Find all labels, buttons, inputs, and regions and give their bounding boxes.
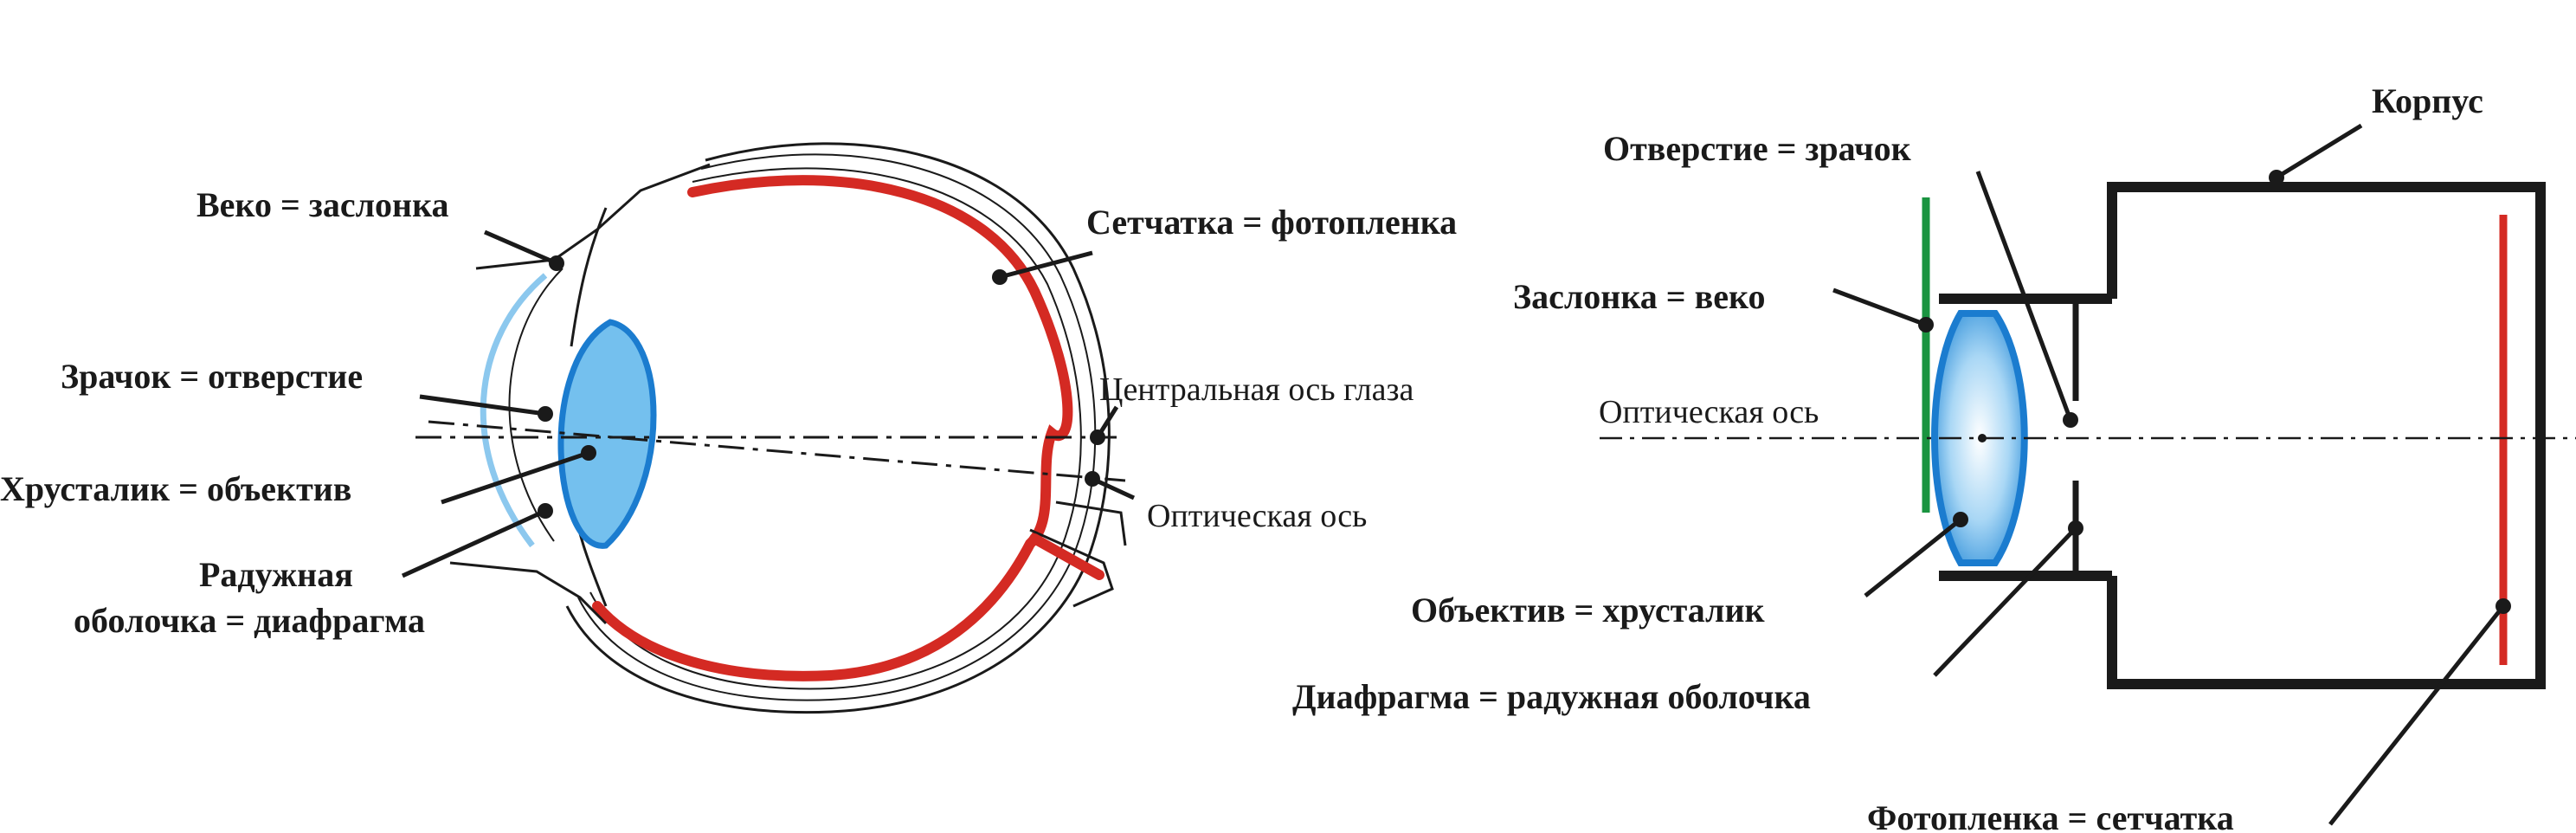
- camera-body: [2107, 182, 2546, 689]
- label-eyelid: Веко = заслонка: [196, 185, 449, 224]
- camera-illustration: [1600, 182, 2576, 689]
- optic-nerve: [1029, 500, 1127, 608]
- iris-upper: [570, 207, 608, 347]
- label-iris-line1: Радужная: [199, 555, 353, 594]
- label-diaphragm: Диафрагма = радужная оболочка: [1292, 677, 1811, 716]
- label-retina: Сетчатка = фотопленка: [1086, 203, 1457, 242]
- label-film: Фотопленка = сетчатка: [1867, 798, 2234, 833]
- label-iris-line2: оболочка = диафрагма: [74, 601, 425, 640]
- retina: [592, 175, 1073, 681]
- optical-axis-line: [428, 420, 1126, 482]
- label-camera-body: Корпус: [2372, 81, 2483, 120]
- label-aperture: Отверстие = зрачок: [1603, 129, 1911, 168]
- label-objective: Объектив = хрусталик: [1411, 591, 1765, 630]
- cornea-inner: [508, 268, 564, 542]
- label-eye-optical-axis: Оптическая ось: [1147, 498, 1367, 534]
- choroid: [589, 167, 1082, 690]
- cornea: [480, 273, 548, 548]
- label-central-axis: Центральная ось глаза: [1099, 371, 1414, 408]
- label-shutter: Заслонка = веко: [1513, 277, 1765, 316]
- label-camera-optical-axis: Оптическая ось: [1599, 394, 1819, 430]
- optic-nerve-red: [1029, 533, 1104, 580]
- eye-leaders: [401, 229, 1136, 578]
- upper-eyelid: [475, 163, 711, 270]
- camera-leaders: [1832, 123, 2511, 826]
- label-pupil: Зрачок = отверстие: [61, 357, 363, 396]
- lower-eyelid: [449, 561, 608, 625]
- label-lens: Хрусталик = объектив: [0, 469, 351, 508]
- crystalline-lens: [557, 319, 657, 549]
- eye-illustration: [415, 142, 1127, 714]
